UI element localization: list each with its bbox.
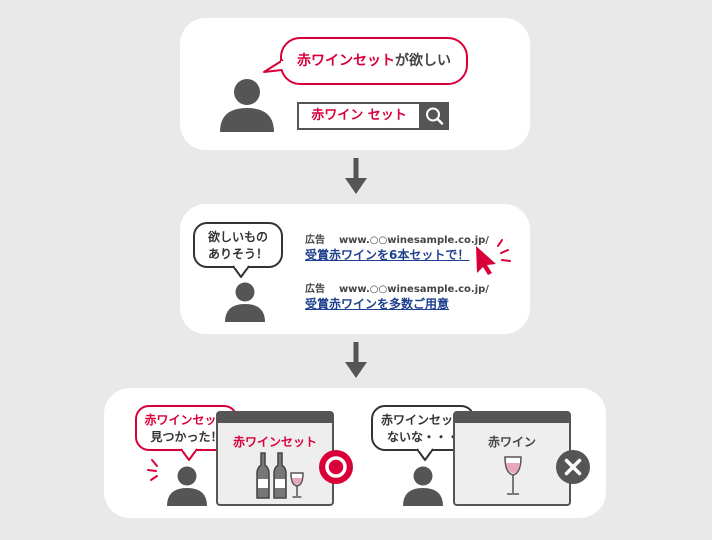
bubble-line: 赤ワインセット (380, 413, 465, 427)
bubble-line: 欲しいもの (207, 230, 268, 244)
sparkle-icon (147, 459, 158, 481)
person-icon (403, 466, 443, 506)
bubble-line: 見つかった！ (150, 430, 223, 444)
ad-url-text: www.○○winesample.co.jp/ (338, 284, 489, 295)
search-input[interactable]: 赤ワイン セット (297, 102, 421, 130)
ad-url: 広告 www.○○winesample.co.jp/ (305, 231, 489, 246)
bubble-tail (416, 448, 434, 461)
ad-title-link[interactable]: 受賞赤ワインを6本セットで！ (305, 248, 470, 262)
down-arrow-icon (345, 158, 367, 194)
person-icon (225, 282, 265, 322)
bubble-text: が欲しい (395, 53, 451, 69)
down-arrow-icon (345, 342, 367, 378)
speech-bubble: 欲しいもの ありそう！ (193, 222, 283, 268)
wine-glass-icon (504, 456, 522, 495)
bubble-line: ありそう！ (207, 247, 268, 261)
bubble-tail (263, 59, 286, 73)
person-icon (167, 466, 207, 506)
browser-title-bar (218, 413, 332, 423)
bubble-highlight: 赤ワインセット (297, 53, 395, 69)
search-button[interactable] (420, 102, 449, 130)
browser-title-bar (455, 413, 569, 423)
browser-window: 赤ワイン (453, 411, 571, 506)
cross-icon (556, 450, 590, 484)
search-query: 赤ワイン セット (311, 108, 407, 123)
speech-bubble: 赤ワインセットが欲しい (280, 37, 468, 85)
page-title: 赤ワイン (487, 435, 536, 449)
ad-label: 広告 (305, 235, 325, 246)
browser-window: 赤ワインセット (216, 411, 334, 506)
ad-label: 広告 (305, 284, 325, 295)
ad-url: 広告 www.○○winesample.co.jp/ (305, 280, 489, 295)
search-icon (426, 107, 444, 125)
bubble-tail (232, 265, 250, 278)
bubble-tail (180, 448, 198, 461)
bubble-line: ないな・・・ (386, 430, 459, 444)
bubble-highlight: 赤ワインセット (144, 413, 229, 427)
circle-check-icon (319, 450, 353, 484)
cursor-arrow-icon (476, 239, 511, 275)
page-title: 赤ワインセット (232, 435, 317, 449)
ad-title-link[interactable]: 受賞赤ワインを多数ご用意 (305, 297, 450, 311)
person-icon (220, 79, 274, 132)
ad-url-text: www.○○winesample.co.jp/ (338, 235, 489, 246)
wine-bottles-icon (256, 452, 304, 499)
